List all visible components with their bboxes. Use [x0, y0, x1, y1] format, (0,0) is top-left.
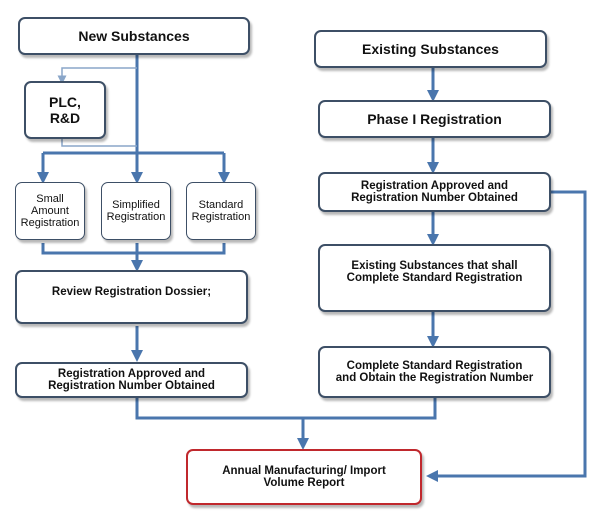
connector-right-bypass [426, 190, 587, 482]
connector-plc-in [57, 67, 137, 85]
node-approved-right-label: Registration Approved and Registration N… [351, 180, 518, 204]
node-phase-one: Phase I Registration [318, 100, 551, 138]
connector-plc-out [61, 138, 137, 147]
node-small-amount-label: Small Amount Registration [20, 193, 80, 229]
node-simplified-label: Simplified Registration [106, 199, 166, 223]
node-plc-rd: PLC, R&D [24, 81, 106, 139]
node-annual-report: Annual Manufacturing/ Import Volume Repo… [186, 449, 422, 505]
node-approved-left: Registration Approved and Registration N… [15, 362, 248, 398]
node-new-substances-label: New Substances [78, 28, 190, 44]
node-standard: Standard Registration [186, 182, 256, 240]
node-complete-standard: Complete Standard Registration and Obtai… [318, 346, 551, 398]
node-review-dossier-label: Review Registration Dossier; [51, 286, 212, 298]
node-phase-one-label: Phase I Registration [367, 111, 502, 127]
node-existing-standard-label: Existing Substances that shall Complete … [346, 260, 523, 284]
node-simplified: Simplified Registration [101, 182, 171, 240]
node-plc-rd-label: PLC, R&D [49, 94, 81, 126]
connector-left-bottom [135, 398, 437, 420]
node-existing-standard: Existing Substances that shall Complete … [318, 244, 551, 312]
node-existing-substances: Existing Substances [314, 30, 547, 68]
node-approved-left-label: Registration Approved and Registration N… [48, 368, 215, 392]
node-new-substances: New Substances [18, 17, 250, 55]
node-annual-report-label: Annual Manufacturing/ Import Volume Repo… [222, 465, 386, 489]
connector-merge-bar [41, 243, 226, 255]
node-existing-substances-label: Existing Substances [362, 41, 499, 57]
node-approved-right: Registration Approved and Registration N… [318, 172, 551, 212]
node-small-amount: Small Amount Registration [15, 182, 85, 240]
node-review-dossier: Review Registration Dossier; [15, 270, 248, 324]
node-complete-standard-label: Complete Standard Registration and Obtai… [335, 360, 534, 384]
node-standard-label: Standard Registration [191, 199, 251, 223]
